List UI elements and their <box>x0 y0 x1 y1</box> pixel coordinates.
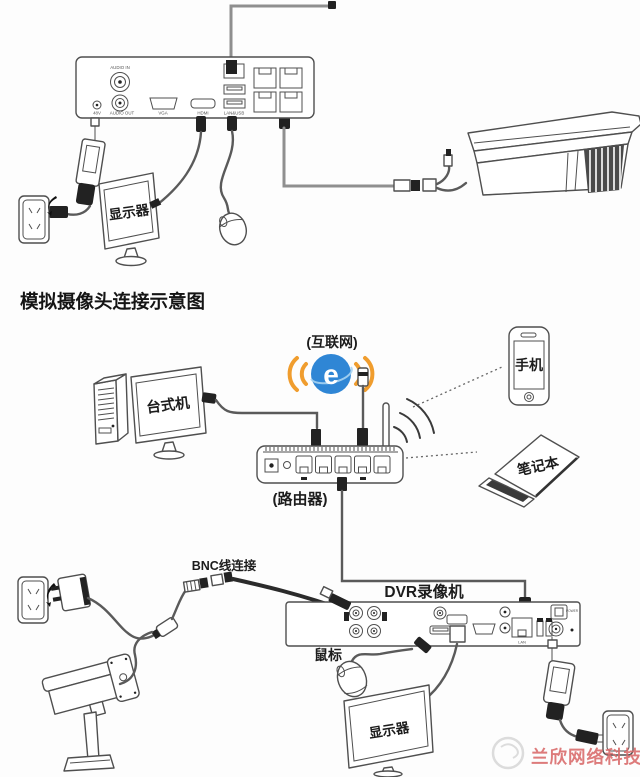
nvr-camera-cable <box>279 116 468 192</box>
dvr-lan-label: LAN <box>518 640 526 645</box>
wall-outlet-bottom <box>602 710 634 756</box>
bnc-label: BNC线连接 <box>192 558 257 573</box>
router-label: (路由器) <box>273 490 328 508</box>
mouse-top <box>218 116 248 246</box>
wall-outlet-top <box>18 195 57 244</box>
mouse-bottom: 鼠标 <box>314 636 432 698</box>
desktop-label: 台式机 <box>145 393 191 416</box>
router-lan-ports <box>295 455 391 474</box>
dvr-power-label: POWER <box>566 609 579 613</box>
nvr-lanusb-label: LAN&USB <box>224 111 245 116</box>
dvr-label: DVR录像机 <box>384 582 464 601</box>
monitor-top-label: 显示器 <box>108 202 151 223</box>
router: (路由器) <box>256 402 404 508</box>
bullet-camera-top <box>467 111 640 196</box>
nvr-power-adapter <box>43 117 106 218</box>
nvr-poe-ports <box>253 67 303 113</box>
internet-label: (互联网) <box>306 334 357 350</box>
nvr-audio-out-label: AUDIO OUT <box>110 111 135 116</box>
nvr-audio-in-label: AUDIO IN <box>110 65 130 70</box>
phone: 手机 <box>508 326 550 406</box>
watermark: 兰欣网络科技 <box>491 736 640 770</box>
bullet-camera-bottom <box>41 630 154 772</box>
desktop-monitor: 台式机 <box>130 366 207 460</box>
monitor-bottom: 显示器 <box>343 642 459 777</box>
dvr-power-adapter <box>542 637 605 745</box>
laptop: 笔记本 <box>478 434 580 508</box>
wifi-link-laptop <box>405 451 478 459</box>
router-wifi-arcs <box>393 398 435 443</box>
nvr-hdmi-label: HDMI <box>197 111 208 116</box>
hdmi-cable-top <box>149 116 206 209</box>
wifi-link-phone <box>412 366 503 408</box>
bnc-power-chain: BNC线连接 <box>17 558 349 640</box>
desktop-router-cable <box>201 392 321 446</box>
phone-label: 手机 <box>515 357 543 373</box>
dvr-bnc-inputs <box>344 606 387 638</box>
camera-bnc-plug <box>319 585 351 610</box>
router-antenna <box>382 402 390 450</box>
mouse-label: 鼠标 <box>314 647 342 663</box>
nvr-48v-label: 48V <box>93 111 101 116</box>
nvr-vga-label: VGA <box>158 111 167 116</box>
page-title: 模拟摄像头连接示意图 <box>20 291 205 312</box>
monitor-top: 显示器 <box>98 172 160 267</box>
monitor-bottom-label: 显示器 <box>368 720 411 741</box>
dvr-rear-panel: LAN POWER <box>285 585 581 647</box>
bnc-connectors <box>182 571 234 593</box>
internet-cable <box>357 367 369 446</box>
watermark-text: 兰欣网络科技 <box>531 747 640 767</box>
nvr-rear-panel: AUDIO IN 48V AUDIO OUT VGA HDMI LAN&USB <box>75 56 315 119</box>
desktop-tower <box>93 373 129 445</box>
internet-e-glyph: e <box>323 359 339 390</box>
nvr-uplink-cable <box>229 1 336 64</box>
